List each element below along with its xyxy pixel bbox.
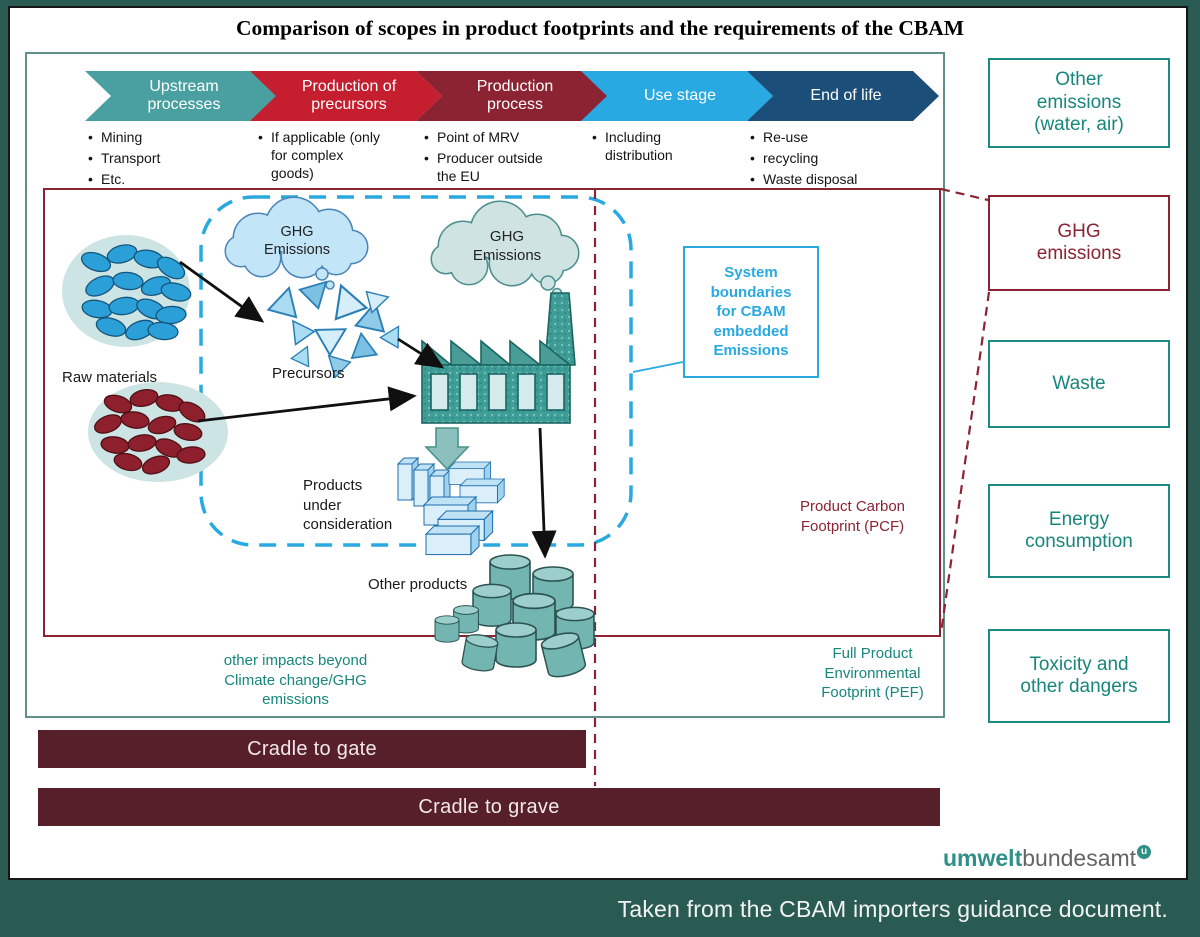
ghg-cloud-left-label: GHG Emissions	[263, 224, 331, 259]
bullet-item: Re-use	[750, 129, 916, 147]
logo-u-mark-icon: u	[1137, 845, 1152, 859]
category-label: Waste	[1052, 372, 1106, 394]
caption-band: Taken from the CBAM importers guidance d…	[0, 884, 1200, 937]
other-impacts-label: other impacts beyond Climate change/GHG …	[223, 652, 368, 708]
bullet-item: Mining	[88, 129, 254, 147]
page-title: Comparison of scopes in product footprin…	[235, 16, 965, 40]
stage-arrow-label: Production of precursors	[301, 78, 397, 113]
ghg-cloud-right-label: GHG Emissions	[472, 228, 542, 264]
logo-umwelt-text: umwelt	[943, 845, 1023, 871]
pcf-label: Product Carbon Footprint (PCF)	[799, 498, 906, 535]
bullet-item: Waste disposal	[750, 171, 916, 189]
cradle-to-gate-bar: Cradle to gate	[38, 730, 586, 768]
stage-bullets-production: Point of MRV Producer outside the EU	[424, 129, 590, 189]
pef-label: Full Product Environmental Footprint (PE…	[821, 645, 924, 701]
bullet-item: Transport	[88, 150, 254, 168]
stage-bullets-use-stage: Including distribution	[592, 129, 758, 168]
cradle-to-grave-bar: Cradle to grave	[38, 788, 940, 826]
bullet-item: Point of MRV	[424, 129, 590, 147]
stage-arrow-end-of-life: End of life	[747, 71, 939, 121]
bullet-item: If applicable (only for complex goods)	[258, 129, 424, 183]
bullet-item: Producer outside the EU	[424, 150, 590, 186]
stage-arrow-production-process: Production process	[416, 71, 608, 121]
precursors-label: Precursors	[272, 365, 345, 382]
category-box-ghg-emissions: GHG emissions	[988, 195, 1170, 291]
stage-bullets-upstream: Mining Transport Etc.	[88, 129, 254, 192]
stage-arrow-label: Production process	[476, 78, 554, 113]
system-boundaries-label: System boundaries for CBAM embedded Emis…	[710, 264, 792, 360]
stage-bullets-end-of-life: Re-use recycling Waste disposal	[750, 129, 916, 192]
stage-bullets-precursors: If applicable (only for complex goods)	[258, 129, 424, 186]
logo-bundesamt-text: bundesamt	[1022, 845, 1137, 871]
stage-arrow-production-of-precursors: Production of precursors	[250, 71, 442, 121]
raw-materials-label: Raw materials	[62, 369, 158, 386]
stage-arrow-label: Use stage	[643, 87, 717, 105]
stage-arrow-label: Upstream processes	[147, 78, 221, 113]
category-box-toxicity: Toxicity and other dangers	[988, 629, 1170, 723]
system-boundaries-callout: System boundaries for CBAM embedded Emis…	[683, 246, 819, 378]
bullet-item: Etc.	[88, 171, 254, 189]
stage-arrow-label: End of life	[810, 87, 882, 105]
category-label: Energy consumption	[1025, 508, 1133, 552]
stage-arrow-use-stage: Use stage	[581, 71, 773, 121]
category-box-energy-consumption: Energy consumption	[988, 484, 1170, 578]
bar-label: Cradle to gate	[247, 737, 377, 760]
products-under-consideration-label: Products under consideration	[303, 477, 393, 533]
other-products-label: Other products	[368, 576, 468, 593]
category-box-waste: Waste	[988, 340, 1170, 428]
category-label: Toxicity and other dangers	[1020, 653, 1138, 697]
stage-arrow-upstream-processes: Upstream processes	[85, 71, 277, 121]
bar-label: Cradle to grave	[418, 795, 560, 818]
category-label: GHG emissions	[1036, 220, 1122, 264]
category-box-other-emissions: Other emissions (water, air)	[988, 58, 1170, 148]
category-label: Other emissions (water, air)	[1034, 69, 1124, 136]
caption-text: Taken from the CBAM importers guidance d…	[617, 896, 1168, 922]
bullet-item: recycling	[750, 150, 916, 168]
bullet-item: Including distribution	[592, 129, 758, 165]
